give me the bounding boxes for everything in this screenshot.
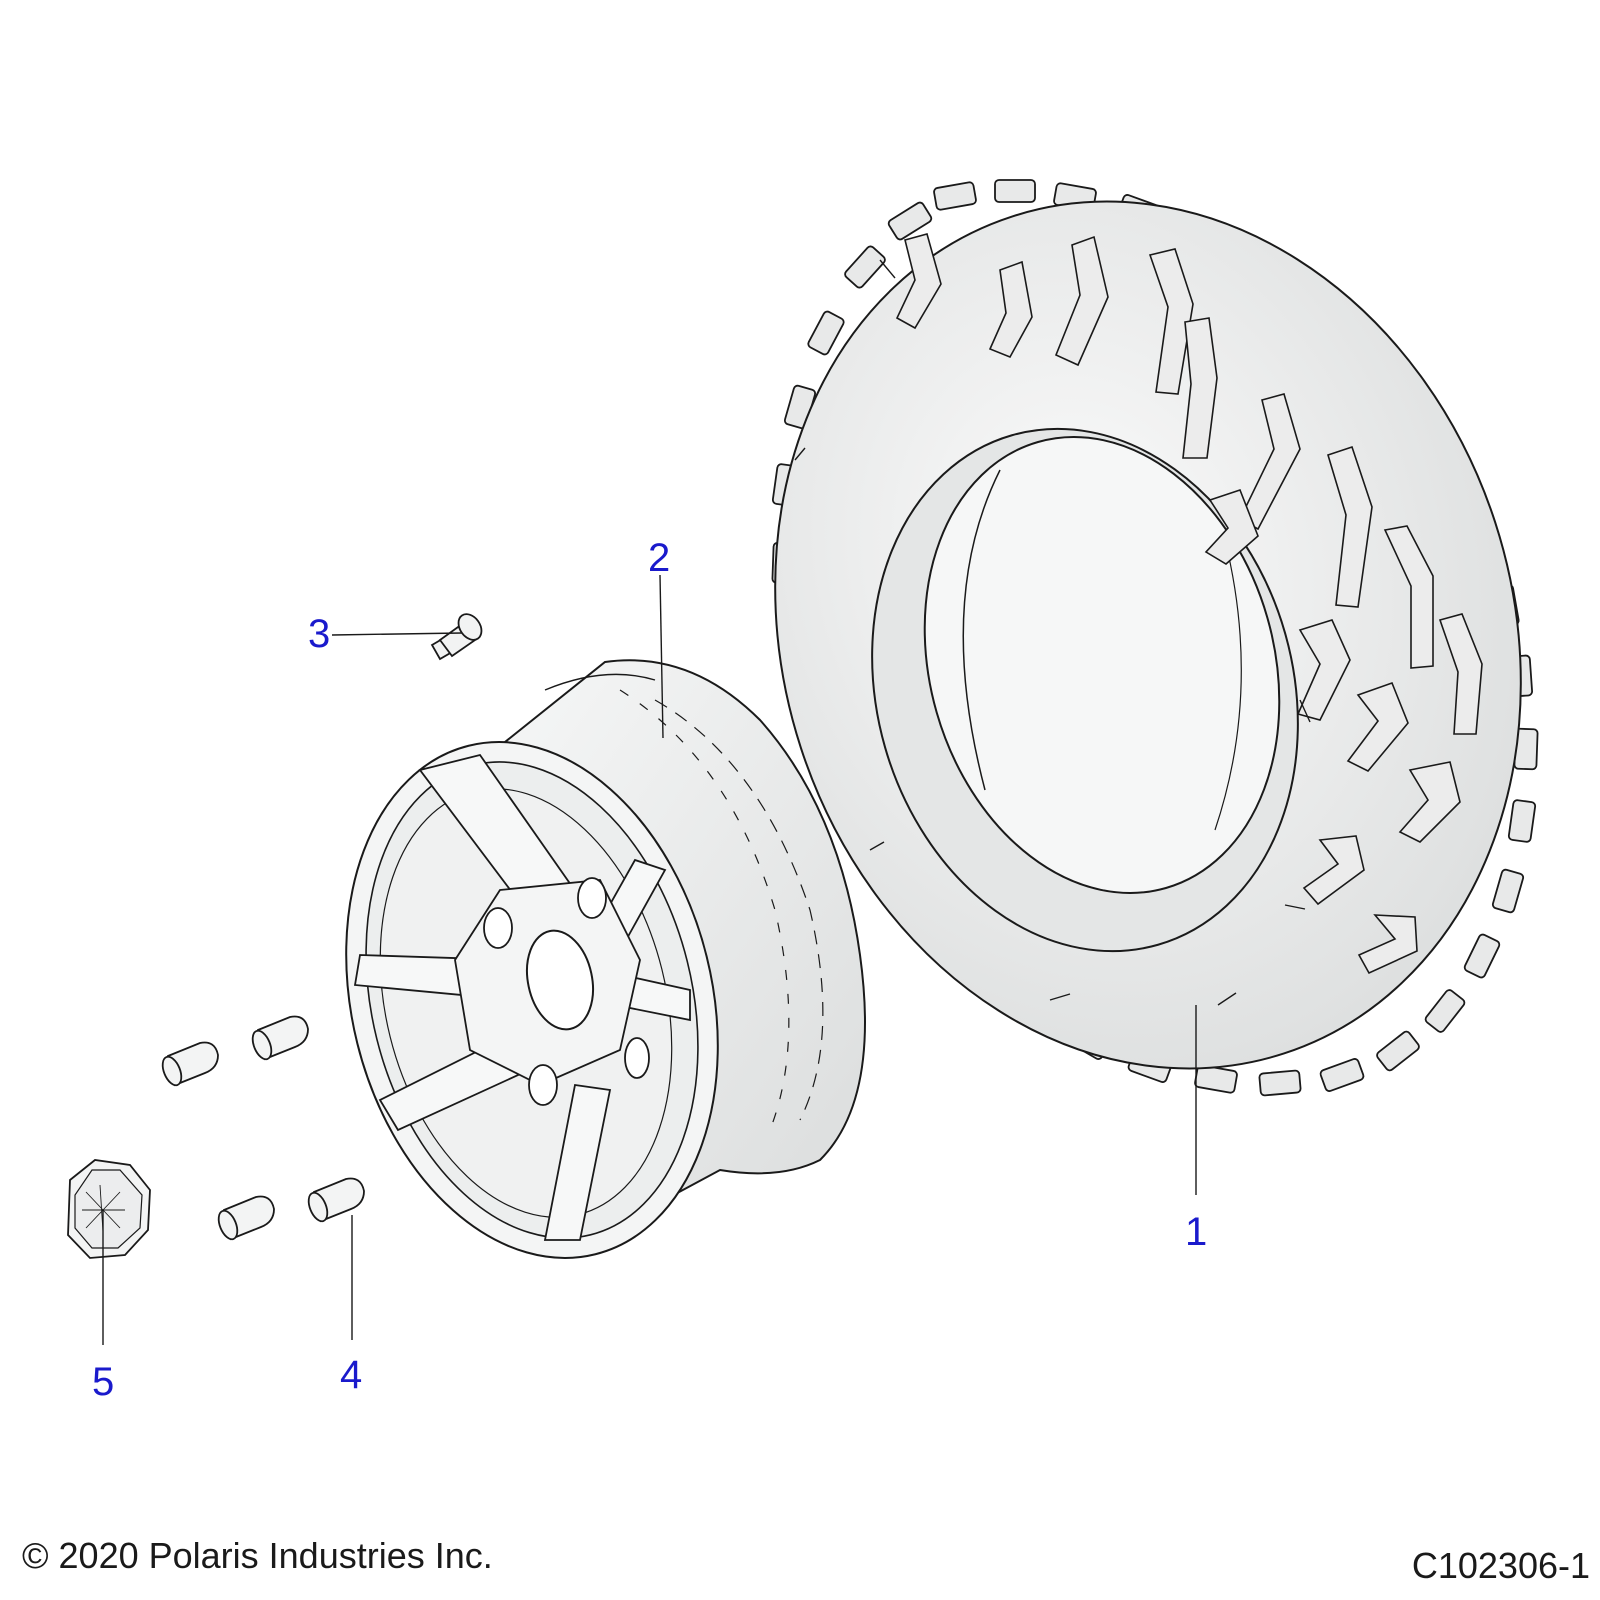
wheel-rim bbox=[345, 659, 866, 1259]
tire-bead-opening bbox=[923, 436, 1281, 894]
valve-stem bbox=[430, 613, 483, 661]
lug-nut bbox=[307, 1177, 365, 1223]
lug-nut bbox=[217, 1195, 275, 1241]
drawing-number: C102306-1 bbox=[1411, 1545, 1590, 1586]
leader-line-2 bbox=[659, 574, 664, 739]
hub-cap bbox=[67, 1159, 151, 1259]
rim-center-bore bbox=[526, 929, 594, 1031]
callout-4: 4 bbox=[340, 1353, 363, 1397]
copyright-notice: © 2020 Polaris Industries Inc. bbox=[22, 1535, 493, 1576]
callout-2: 2 bbox=[648, 536, 671, 580]
leader-lines bbox=[102, 574, 1197, 1345]
tire-face-tread-blocks bbox=[895, 233, 1483, 975]
lug-nut bbox=[251, 1015, 309, 1061]
rim-lug-holes bbox=[483, 877, 650, 1106]
lug-nuts bbox=[161, 1015, 365, 1241]
callout-3: 3 bbox=[308, 612, 331, 656]
tire bbox=[771, 179, 1539, 1097]
leader-line-3 bbox=[331, 632, 463, 636]
callout-1: 1 bbox=[1185, 1210, 1208, 1254]
lug-nut bbox=[161, 1041, 219, 1087]
callout-5: 5 bbox=[92, 1360, 115, 1404]
